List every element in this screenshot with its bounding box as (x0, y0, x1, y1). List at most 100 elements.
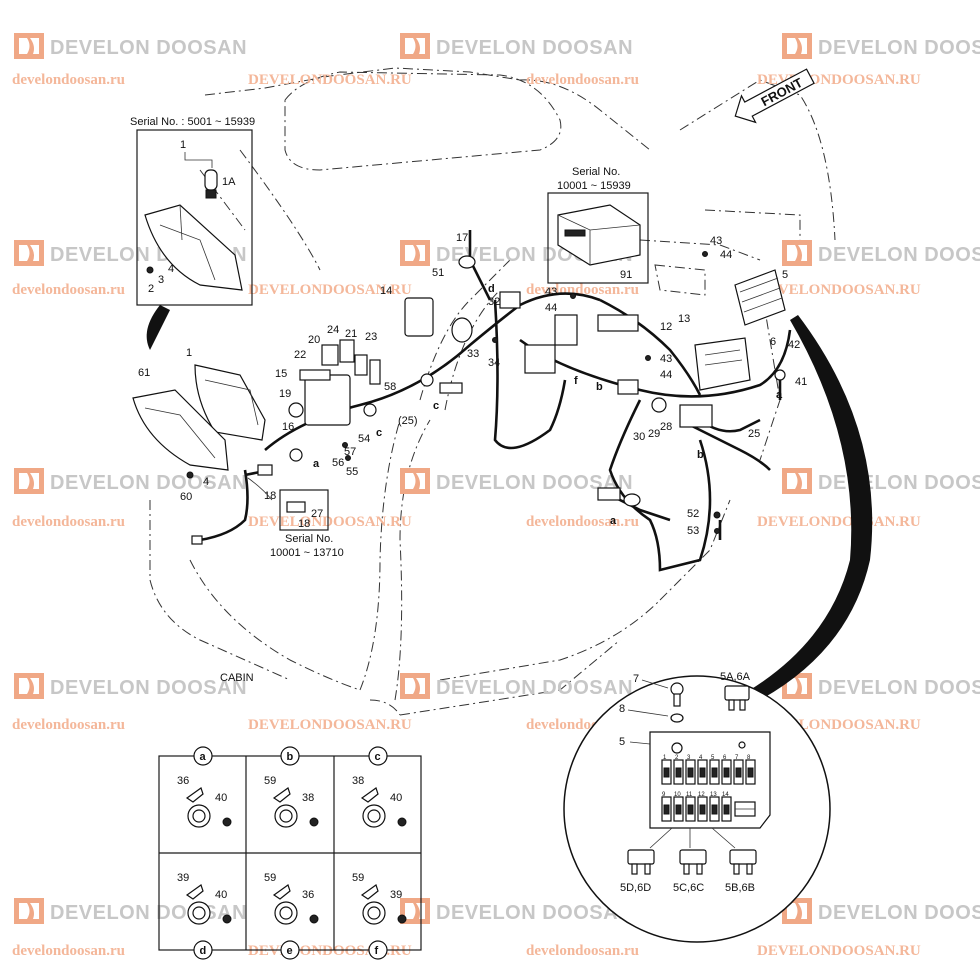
fuse-number-label: 7 (735, 755, 739, 761)
watermark-url-text: DEVELONDOOSAN.RU (248, 514, 412, 530)
clamp-part-label: 38 (352, 775, 364, 787)
bolt-icon (670, 682, 684, 696)
watermark-brand-text: DEVELON DOOSAN (50, 902, 247, 924)
fuse-element-icon (699, 767, 706, 778)
clamp-ring-inner-icon (192, 809, 206, 823)
clamp-ring-inner-icon (279, 809, 293, 823)
part-44b-label: 44 (720, 249, 732, 261)
center-components: 14 17 51 32 33 34 c d f 12 (380, 232, 672, 412)
part-33-label: 33 (467, 348, 479, 360)
serial-conn-label-1: Serial No. (285, 533, 333, 545)
fuse-leg-icon (644, 863, 651, 875)
fuse-leg-icon (683, 863, 690, 875)
detail-letter: f (375, 945, 379, 957)
screw-icon (186, 471, 194, 479)
knob-icon (288, 402, 304, 418)
grommet-icon (363, 403, 377, 417)
part-5c-label: 5 (619, 736, 625, 748)
clamp-part-label: 40 (215, 792, 227, 804)
part-3-label: 3 (158, 274, 164, 286)
part-21-label: 21 (345, 328, 357, 340)
clamp-part-label: 40 (390, 792, 402, 804)
harness-letter-b2: b (697, 449, 704, 461)
part-61-label: 61 (138, 367, 150, 379)
work-lamp-housing-icon (144, 204, 243, 291)
part-57-label: 57 (344, 446, 356, 458)
harness-letter-a: a (313, 458, 320, 470)
fuse-number-label: 4 (699, 755, 703, 761)
watermark-url-text: DEVELONDOOSAN.RU (248, 282, 412, 298)
fuse-detail-pointer (750, 315, 873, 700)
part-5-label: 5 (782, 269, 788, 281)
watermark-brand-text: DEVELON DOOSAN (50, 37, 247, 59)
serial-lamp-label: Serial No. : 5001 ~ 15939 (130, 116, 255, 128)
fuse-number-label: 5 (711, 755, 715, 761)
clamp-part-label: 36 (177, 775, 189, 787)
connector-icon (439, 382, 463, 394)
clamp-tab-icon (272, 884, 291, 900)
fuse-number-label: 2 (675, 755, 679, 761)
grommet-icon (451, 317, 473, 343)
fuse-number-label: 8 (747, 755, 751, 761)
bulb-base-icon (205, 189, 217, 199)
fuse-number-label: 9 (662, 792, 666, 798)
part-14-label: 14 (380, 285, 392, 297)
part-7-label: 7 (633, 673, 639, 685)
fuse-icon (729, 849, 757, 865)
clamp-icon (774, 369, 786, 381)
clamp-ring-inner-icon (279, 906, 293, 920)
part-52-label: 52 (687, 508, 699, 520)
relay-icon (554, 314, 578, 346)
watermark-brand-text: DEVELON DOOSAN (818, 37, 980, 59)
switch-icon (339, 339, 355, 363)
part-1-lamp-label: 1 (180, 139, 186, 151)
fuse-element-icon (699, 804, 706, 815)
clamp-part-label: 40 (215, 889, 227, 901)
washer-icon (670, 713, 684, 723)
connector-icon (597, 487, 621, 501)
cigar-lighter-icon (458, 255, 476, 269)
part-1a-label: 1A (222, 176, 236, 188)
clamp-part-label: 39 (177, 872, 189, 884)
fuse-number-label: 14 (722, 792, 729, 798)
part-51-label: 51 (432, 267, 444, 279)
part-34-label: 34 (488, 357, 500, 369)
cabin-label: CABIN (220, 672, 254, 684)
clamp-ring-inner-icon (367, 906, 381, 920)
serial-radio-label-2: 10001 ~ 15939 (557, 180, 631, 192)
watermark-url-text: DEVELONDOOSAN.RU (757, 514, 921, 530)
watermark-brand: DEVELON DOOSAN (782, 468, 980, 494)
fuse-leg-icon (739, 699, 746, 711)
fuse-element-icon (687, 804, 694, 815)
screw-icon (570, 293, 576, 299)
part-43b-label: 43 (710, 235, 722, 247)
watermark-url-text: develondoosan.ru (12, 943, 125, 959)
switch-icon (354, 354, 368, 376)
clamp-part-label: 59 (264, 775, 276, 787)
clamp-tab-icon (185, 884, 204, 900)
harness-letter-d: d (488, 283, 495, 295)
clamp-ring-inner-icon (367, 809, 381, 823)
part-25-paren-label: (25) (398, 415, 418, 427)
right-components: 43 44 43 44 43 44 13 5 6 42 41 a b 30 29… (545, 235, 807, 537)
grommet-icon (651, 397, 667, 413)
part-24-label: 24 (327, 324, 339, 336)
fuse-icon (679, 849, 707, 865)
lamp-inset-frame (136, 129, 253, 306)
bolt-icon (222, 914, 232, 924)
fuse-leg-icon (631, 863, 638, 875)
part-25-label: 25 (748, 428, 760, 440)
part-8-label: 8 (619, 703, 625, 715)
part-29-label: 29 (648, 428, 660, 440)
part-43c-label: 43 (660, 353, 672, 365)
watermark-url-text: DEVELONDOOSAN.RU (248, 717, 412, 733)
harness-letter-b: b (596, 381, 603, 393)
part-55-label: 55 (346, 466, 358, 478)
mounting-hole-icon (671, 742, 683, 754)
part-27-label: 27 (311, 508, 323, 520)
